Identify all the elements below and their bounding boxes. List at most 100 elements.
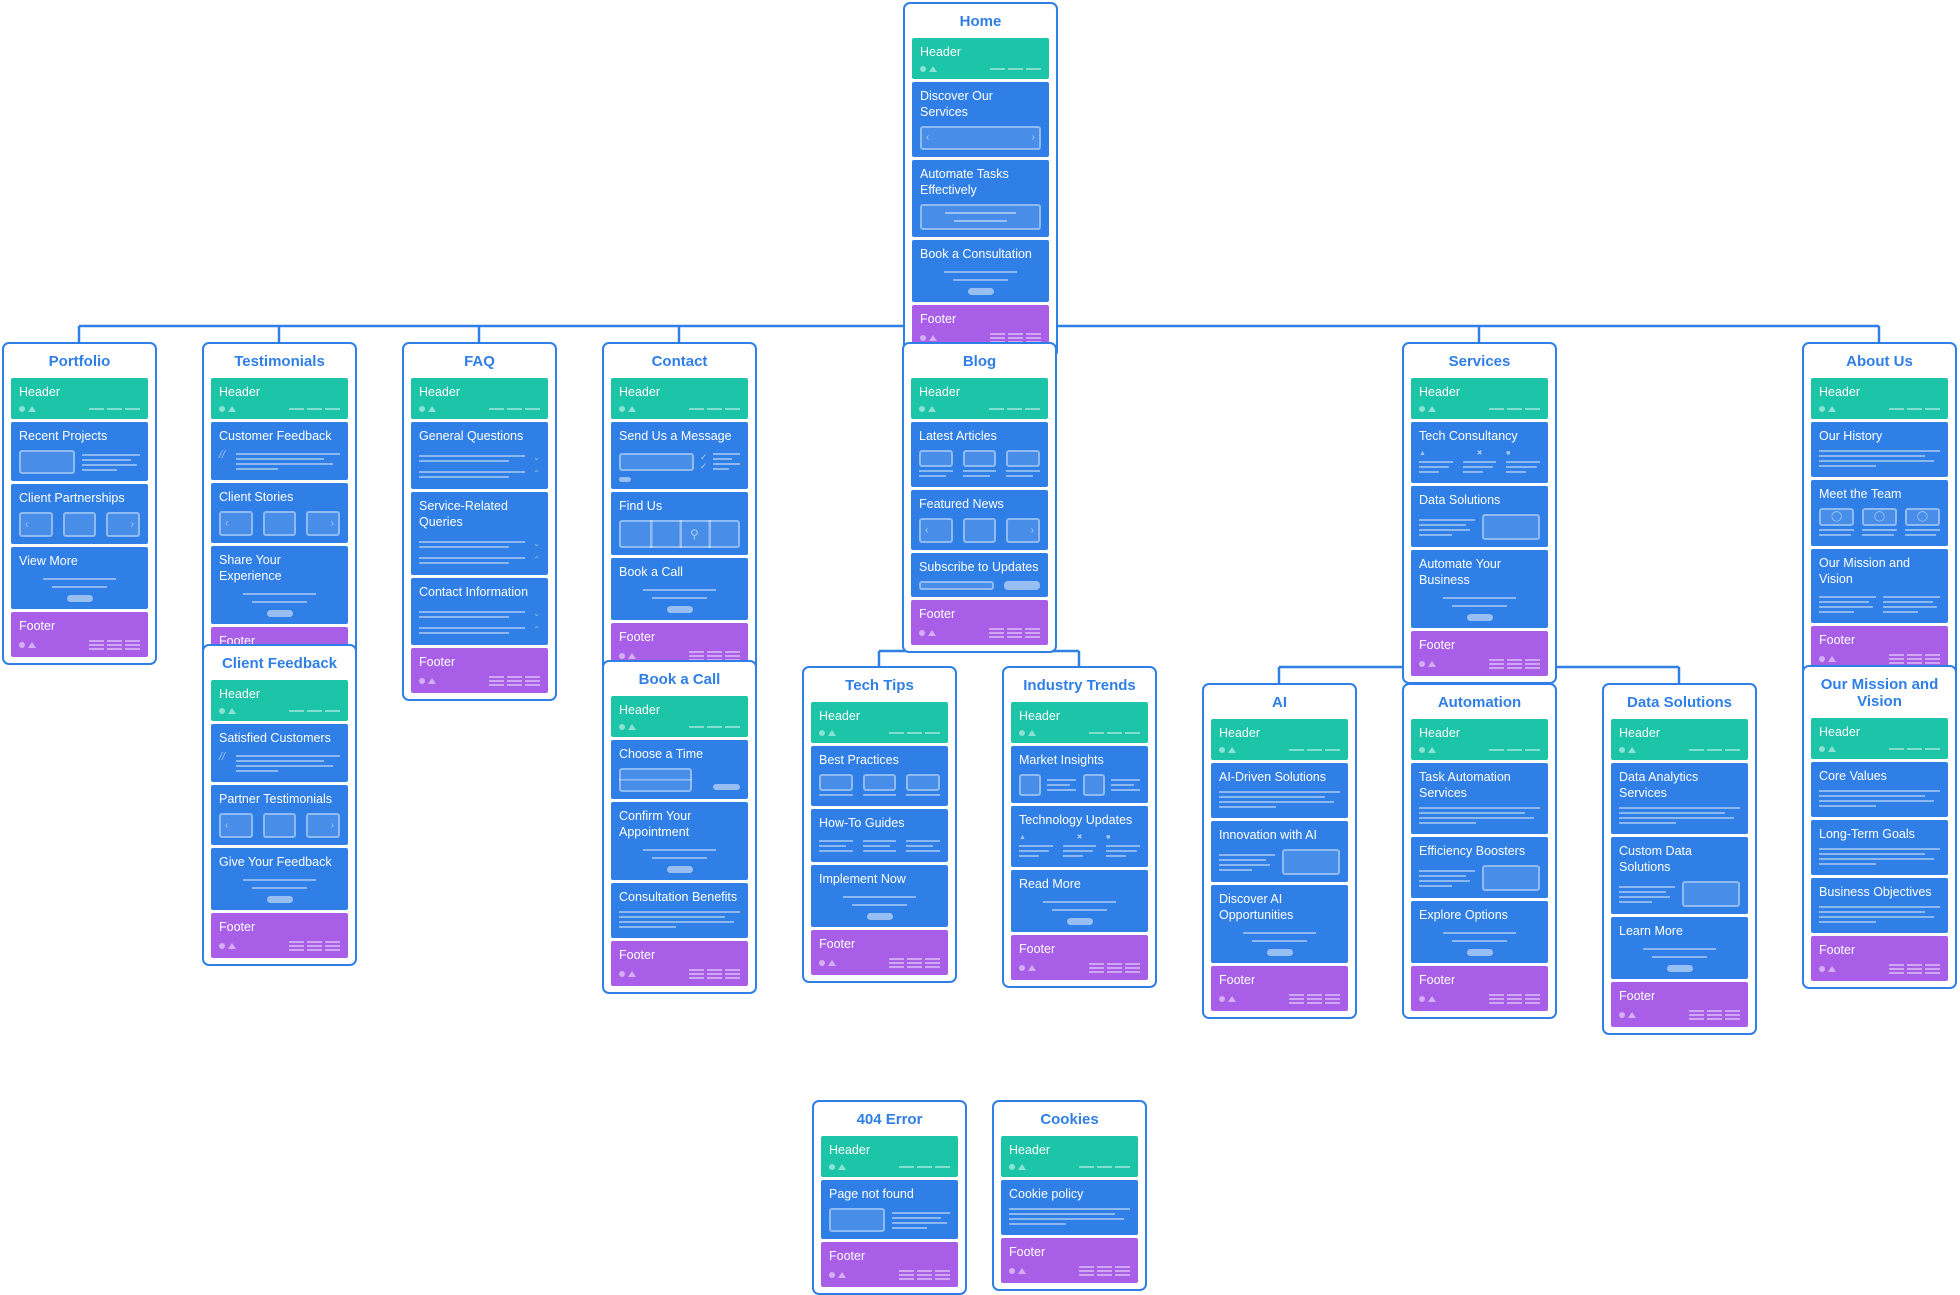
section-share-your-experience[interactable]: Share Your Experience (211, 546, 348, 624)
section-footer[interactable]: Footer (1811, 626, 1948, 671)
section-header[interactable]: Header (811, 702, 948, 743)
section-header[interactable]: Header (411, 378, 548, 419)
section-read-more[interactable]: Read More (1011, 870, 1148, 932)
section-latest-articles[interactable]: Latest Articles (911, 422, 1048, 487)
section-automate-tasks-effectively[interactable]: Automate Tasks Effectively (912, 160, 1049, 237)
section-header[interactable]: Header (11, 378, 148, 419)
section-partner-testimonials[interactable]: Partner Testimonials‹› (211, 785, 348, 845)
section-footer[interactable]: Footer (11, 612, 148, 657)
section-satisfied-customers[interactable]: Satisfied Customers// (211, 724, 348, 782)
section-discover-ai-opportunities[interactable]: Discover AI Opportunities (1211, 885, 1348, 963)
section-header[interactable]: Header (821, 1136, 958, 1177)
section-header[interactable]: Header (1811, 378, 1948, 419)
section-customer-feedback[interactable]: Customer Feedback// (211, 422, 348, 480)
section-confirm-your-appointment[interactable]: Confirm Your Appointment (611, 802, 748, 880)
section-explore-options[interactable]: Explore Options (1411, 901, 1548, 963)
section-header[interactable]: Header (911, 378, 1048, 419)
section-footer[interactable]: Footer (1611, 982, 1748, 1027)
section-our-history[interactable]: Our History (1811, 422, 1948, 477)
section-business-objectives[interactable]: Business Objectives (1811, 878, 1948, 933)
section-cookie-policy[interactable]: Cookie policy (1001, 1180, 1138, 1235)
section-header[interactable]: Header (211, 680, 348, 721)
section-book-a-consultation[interactable]: Book a Consultation (912, 240, 1049, 302)
section-consultation-benefits[interactable]: Consultation Benefits (611, 883, 748, 938)
section-ai-driven-solutions[interactable]: AI-Driven Solutions (1211, 763, 1348, 818)
section-book-a-call[interactable]: Book a Call (611, 558, 748, 620)
section-send-us-a-message[interactable]: Send Us a Message✓✓ (611, 422, 748, 489)
section-footer[interactable]: Footer (411, 648, 548, 693)
section-header[interactable]: Header (611, 696, 748, 737)
section-market-insights[interactable]: Market Insights (1011, 746, 1148, 803)
section-header[interactable]: Header (1011, 702, 1148, 743)
section-general-questions[interactable]: General Questions⌄⌃ (411, 422, 548, 489)
section-core-values[interactable]: Core Values (1811, 762, 1948, 817)
section-footer[interactable]: Footer (1011, 935, 1148, 980)
section-view-more[interactable]: View More (11, 547, 148, 609)
section-efficiency-boosters[interactable]: Efficiency Boosters (1411, 837, 1548, 898)
section-header[interactable]: Header (1411, 378, 1548, 419)
section-long-term-goals[interactable]: Long-Term Goals (1811, 820, 1948, 875)
section-page-not-found[interactable]: Page not found (821, 1180, 958, 1239)
section-subscribe-to-updates[interactable]: Subscribe to Updates (911, 553, 1048, 597)
section-header[interactable]: Header (1811, 718, 1948, 759)
section-header[interactable]: Header (611, 378, 748, 419)
section-header[interactable]: Header (912, 38, 1049, 79)
section-footer[interactable]: Footer (211, 913, 348, 958)
section-how-to-guides[interactable]: How-To Guides (811, 809, 948, 862)
section-header[interactable]: Header (1001, 1136, 1138, 1177)
section-footer[interactable]: Footer (1411, 966, 1548, 1011)
section-choose-a-time[interactable]: Choose a Time (611, 740, 748, 799)
section-technology-updates[interactable]: Technology Updates▲✖■ (1011, 806, 1148, 867)
section-footer[interactable]: Footer (811, 930, 948, 975)
section-service-related-queries[interactable]: Service-Related Queries⌄⌃ (411, 492, 548, 575)
section-best-practices[interactable]: Best Practices (811, 746, 948, 806)
section-meet-the-team[interactable]: Meet the Team◯◯◯ (1811, 480, 1948, 546)
section-automate-your-business[interactable]: Automate Your Business (1411, 550, 1548, 628)
section-give-your-feedback[interactable]: Give Your Feedback (211, 848, 348, 910)
section-contact-information[interactable]: Contact Information⌄⌃ (411, 578, 548, 645)
section-footer[interactable]: Footer (1001, 1238, 1138, 1283)
section-header[interactable]: Header (1411, 719, 1548, 760)
section-data-analytics-services[interactable]: Data Analytics Services (1611, 763, 1748, 834)
section-implement-now[interactable]: Implement Now (811, 865, 948, 927)
section-footer[interactable]: Footer (911, 600, 1048, 645)
section-custom-data-solutions[interactable]: Custom Data Solutions (1611, 837, 1748, 914)
section-innovation-with-ai[interactable]: Innovation with AI (1211, 821, 1348, 882)
section-footer[interactable]: Footer (1411, 631, 1548, 676)
section-footer[interactable]: Footer (821, 1242, 958, 1287)
section-footer[interactable]: Footer (611, 941, 748, 986)
section-recent-projects[interactable]: Recent Projects (11, 422, 148, 481)
section-task-automation-services[interactable]: Task Automation Services (1411, 763, 1548, 834)
section-header[interactable]: Header (1211, 719, 1348, 760)
section-find-us[interactable]: Find Us⚲ (611, 492, 748, 555)
section-footer[interactable]: Footer (1211, 966, 1348, 1011)
section-tech-consultancy[interactable]: Tech Consultancy▲✖■ (1411, 422, 1548, 483)
section-header[interactable]: Header (1611, 719, 1748, 760)
section-featured-news[interactable]: Featured News‹› (911, 490, 1048, 550)
section-learn-more[interactable]: Learn More (1611, 917, 1748, 979)
section-footer[interactable]: Footer (1811, 936, 1948, 981)
section-header[interactable]: Header (211, 378, 348, 419)
section-our-mission-and-vision[interactable]: Our Mission and Vision (1811, 549, 1948, 623)
section-client-stories[interactable]: Client Stories‹› (211, 483, 348, 543)
section-data-solutions[interactable]: Data Solutions (1411, 486, 1548, 547)
section-discover-our-services[interactable]: Discover Our Services‹› (912, 82, 1049, 157)
